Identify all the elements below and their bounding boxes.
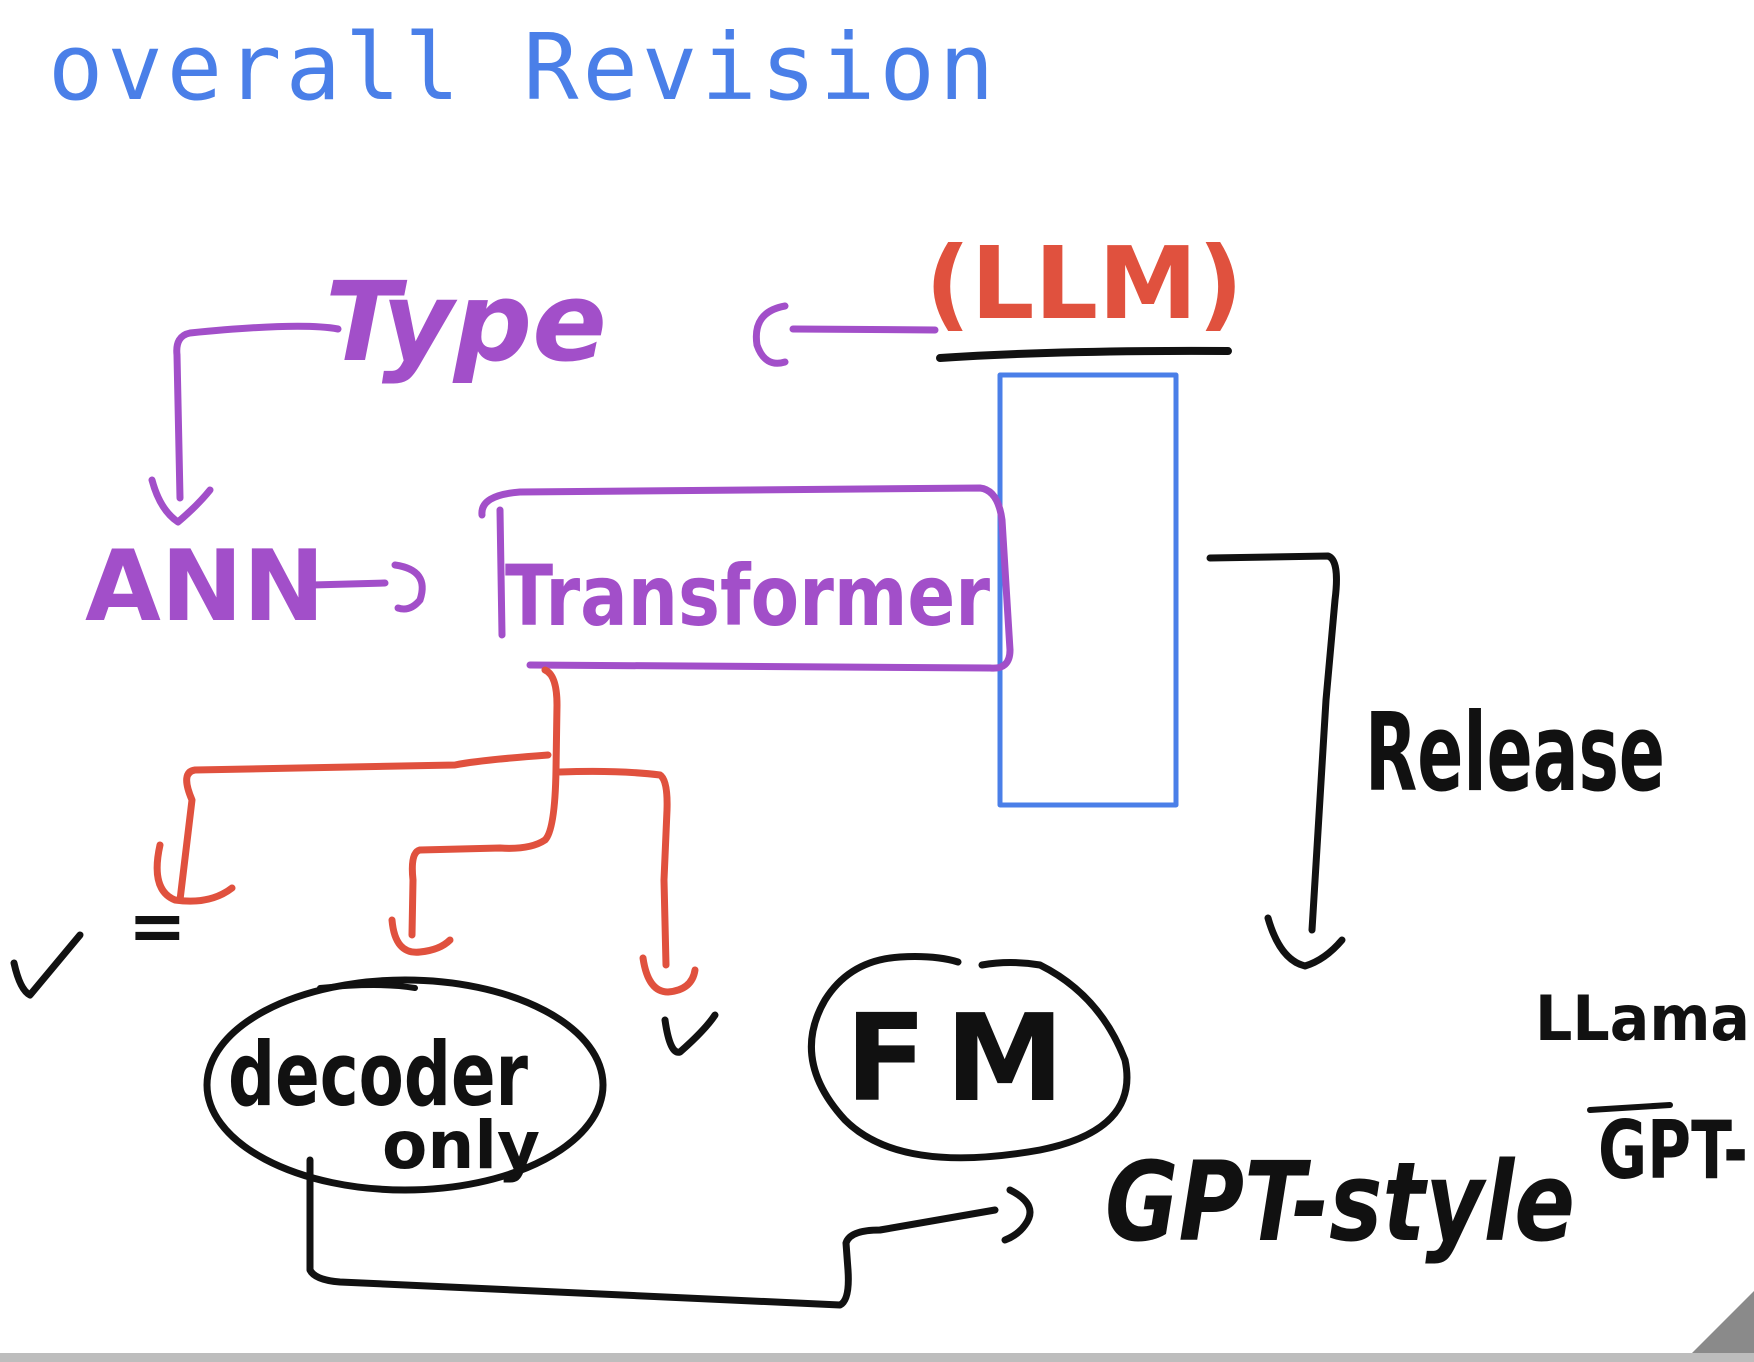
- red-mid-arrowhead: [388, 916, 454, 956]
- transformer-box: [478, 484, 1014, 672]
- label-ann: ANN: [85, 530, 325, 644]
- red-trunk: [416, 666, 561, 854]
- label-llama: LLama: [1535, 982, 1750, 1055]
- checkmark-left: [10, 931, 84, 999]
- red-mid-branch: [408, 846, 424, 939]
- resize-corner-icon[interactable]: [1692, 1291, 1754, 1353]
- llm-blue-box: [997, 372, 1179, 808]
- transformer-box-left: [496, 506, 506, 639]
- checkmark-mid: [661, 1011, 719, 1056]
- label-gpt-right: GPT-: [1598, 1104, 1748, 1197]
- page-title: overall Revision: [48, 14, 999, 121]
- label-release: Release: [1365, 691, 1665, 816]
- label-only: only: [382, 1107, 540, 1184]
- red-left-branch: [176, 751, 552, 904]
- arrow-ann-transformer: [308, 579, 389, 589]
- connector-type-ann: [173, 322, 342, 502]
- label-transformer: Transformer: [505, 547, 990, 645]
- label-decoder: decoder: [228, 1023, 528, 1126]
- connector-head-decoder-fm: [1001, 1186, 1034, 1244]
- arrow-head-type-ann: [148, 476, 214, 526]
- label-llm: (LLM): [925, 225, 1243, 342]
- red-right-branch: [556, 767, 671, 969]
- gpt-overline: [1587, 1102, 1673, 1113]
- arrow-head-ann-transformer: [391, 561, 426, 613]
- decoder-ellipse-tail: [317, 982, 418, 991]
- llm-underline: [936, 346, 1232, 362]
- red-right-arrowhead: [639, 954, 699, 996]
- release-arrowhead: [1264, 914, 1346, 970]
- arrow-head-llm-left: [752, 302, 789, 367]
- arrow-llm-to-left: [789, 325, 939, 334]
- label-gpt-style: GPT-style: [1105, 1138, 1575, 1266]
- red-left-arrowhead: [153, 841, 236, 905]
- connector-decoder-fm: [306, 1156, 999, 1309]
- release-connector: [1206, 552, 1340, 934]
- label-check-equals: =: [128, 885, 187, 967]
- label-type: Type: [325, 258, 607, 386]
- bottom-scrollbar-track: [0, 1353, 1754, 1362]
- fm-ellipse: [807, 953, 1131, 1162]
- label-fm: FM: [845, 990, 1082, 1129]
- decoder-ellipse: [203, 976, 607, 1194]
